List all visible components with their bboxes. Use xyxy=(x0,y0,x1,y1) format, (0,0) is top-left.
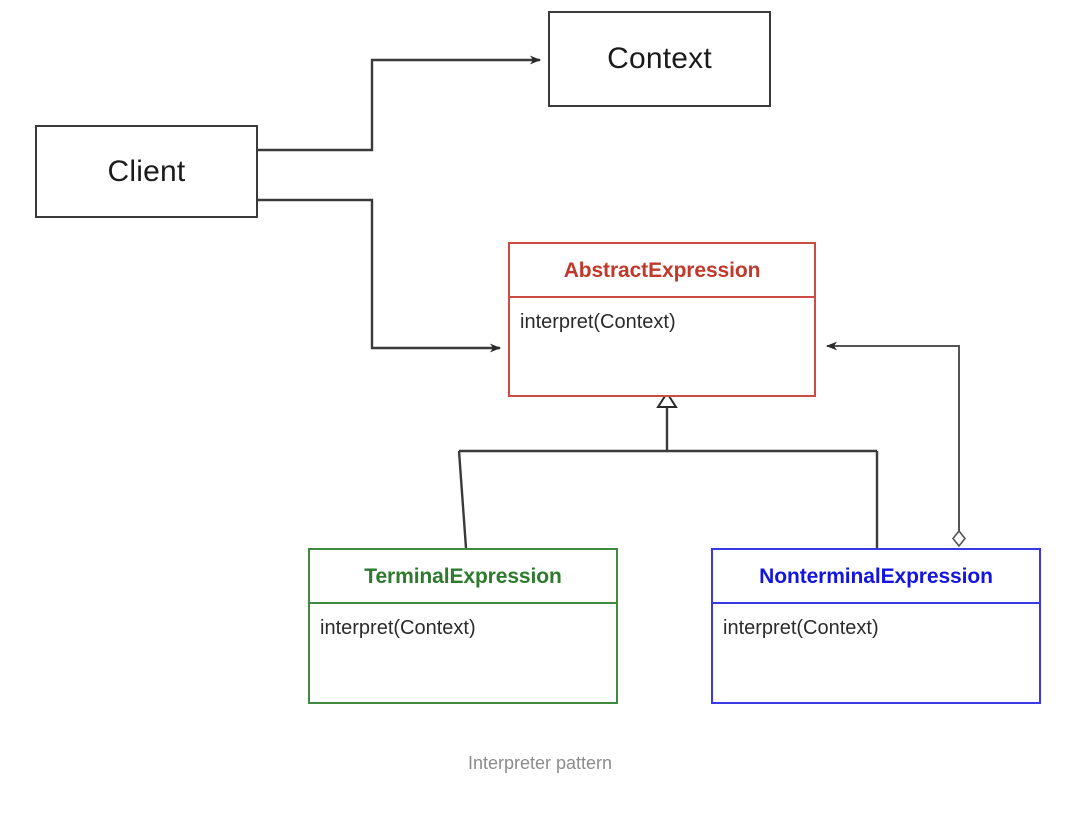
abstract-expression-title: AbstractExpression xyxy=(563,258,761,282)
terminal-expression-header: TerminalExpression xyxy=(310,550,616,604)
abstract-expression-header: AbstractExpression xyxy=(510,244,814,298)
nonterminal-expression-method: interpret(Context) xyxy=(723,617,879,639)
abstract-expression-method: interpret(Context) xyxy=(520,311,676,333)
nonterminal-expression-title: NonterminalExpression xyxy=(759,564,993,588)
nonterminal-expression-body: interpret(Context) xyxy=(713,604,1039,702)
node-terminal-expression[interactable]: TerminalExpression interpret(Context) xyxy=(308,548,618,704)
terminal-expression-method: interpret(Context) xyxy=(320,617,476,639)
edge-nonterminal-aggregates-abstract xyxy=(826,341,967,548)
node-abstract-expression[interactable]: AbstractExpression interpret(Context) xyxy=(508,242,816,397)
edge-client-to-context xyxy=(258,55,541,152)
node-context[interactable]: Context xyxy=(548,11,771,107)
diagram-caption: Interpreter pattern xyxy=(467,753,613,773)
terminal-expression-title: TerminalExpression xyxy=(364,564,562,588)
nonterminal-expression-header: NonterminalExpression xyxy=(713,550,1039,604)
terminal-expression-body: interpret(Context) xyxy=(310,604,616,702)
node-nonterminal-expression[interactable]: NonterminalExpression interpret(Context) xyxy=(711,548,1041,704)
node-context-label: Context xyxy=(607,42,712,75)
node-client[interactable]: Client xyxy=(35,125,258,218)
abstract-expression-body: interpret(Context) xyxy=(510,298,814,395)
node-client-label: Client xyxy=(107,154,186,188)
edge-generalization-tree xyxy=(457,391,879,549)
edge-client-to-abstract-expression xyxy=(258,198,501,353)
